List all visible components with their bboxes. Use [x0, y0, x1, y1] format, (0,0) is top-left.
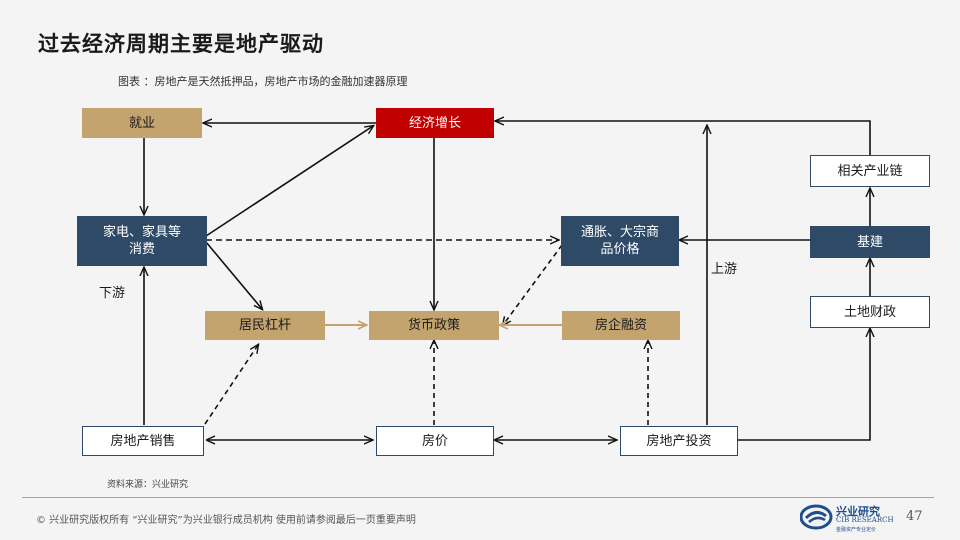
page-title: 过去经济周期主要是地产驱动: [38, 31, 324, 56]
arrow-investment-land: [738, 329, 870, 441]
cib-research-logo: 兴业研究 CIB RESEARCH 金融资产专业定价: [799, 502, 895, 534]
node-household-leverage: 居民杠杆: [205, 311, 325, 340]
footer-disclaimer: © 兴业研究版权所有 “兴业研究”为兴业银行成员机构 使用前请参阅最后一页重要声…: [36, 515, 416, 526]
page-number: 47: [906, 509, 923, 524]
logo-text-en: CIB RESEARCH: [836, 516, 894, 524]
node-developer-financing: 房企融资: [562, 311, 680, 340]
node-economic-growth: 经济增长: [376, 108, 494, 138]
arrow-appliances-leverage: [205, 241, 262, 309]
arrow-sales-leverage: [204, 345, 258, 425]
node-monetary-policy: 货币政策: [369, 311, 499, 340]
arrow-appliances-growth: [205, 126, 373, 237]
node-infrastructure: 基建: [810, 226, 930, 258]
node-consumption: 家电、家具等 消费: [77, 216, 207, 266]
label-downstream: 下游: [99, 286, 126, 301]
cib-logo-icon: [799, 504, 833, 530]
node-land-finance: 土地财政: [810, 296, 930, 328]
logo-text-sub: 金融资产专业定价: [836, 527, 877, 533]
chart-caption: 图表 ：房地产是天然抵押品，房地产市场的金融加速器原理: [118, 75, 408, 88]
node-housing-price: 房价: [376, 426, 494, 456]
arrow-inflation-monetary: [503, 244, 563, 325]
source-note: 资料来源：兴业研究: [107, 480, 189, 490]
arrow-chain-growth: [496, 121, 871, 155]
logo-text-cn: 兴业研究: [836, 505, 880, 518]
node-related-industry: 相关产业链: [810, 155, 930, 187]
node-real-estate-investment: 房地产投资: [620, 426, 738, 456]
node-inflation-commodities: 通胀、大宗商 品价格: [561, 216, 679, 266]
label-upstream: 上游: [711, 262, 738, 277]
node-housing-sales: 房地产销售: [82, 426, 204, 456]
footer-divider: [22, 497, 934, 498]
node-employment: 就业: [82, 108, 202, 138]
